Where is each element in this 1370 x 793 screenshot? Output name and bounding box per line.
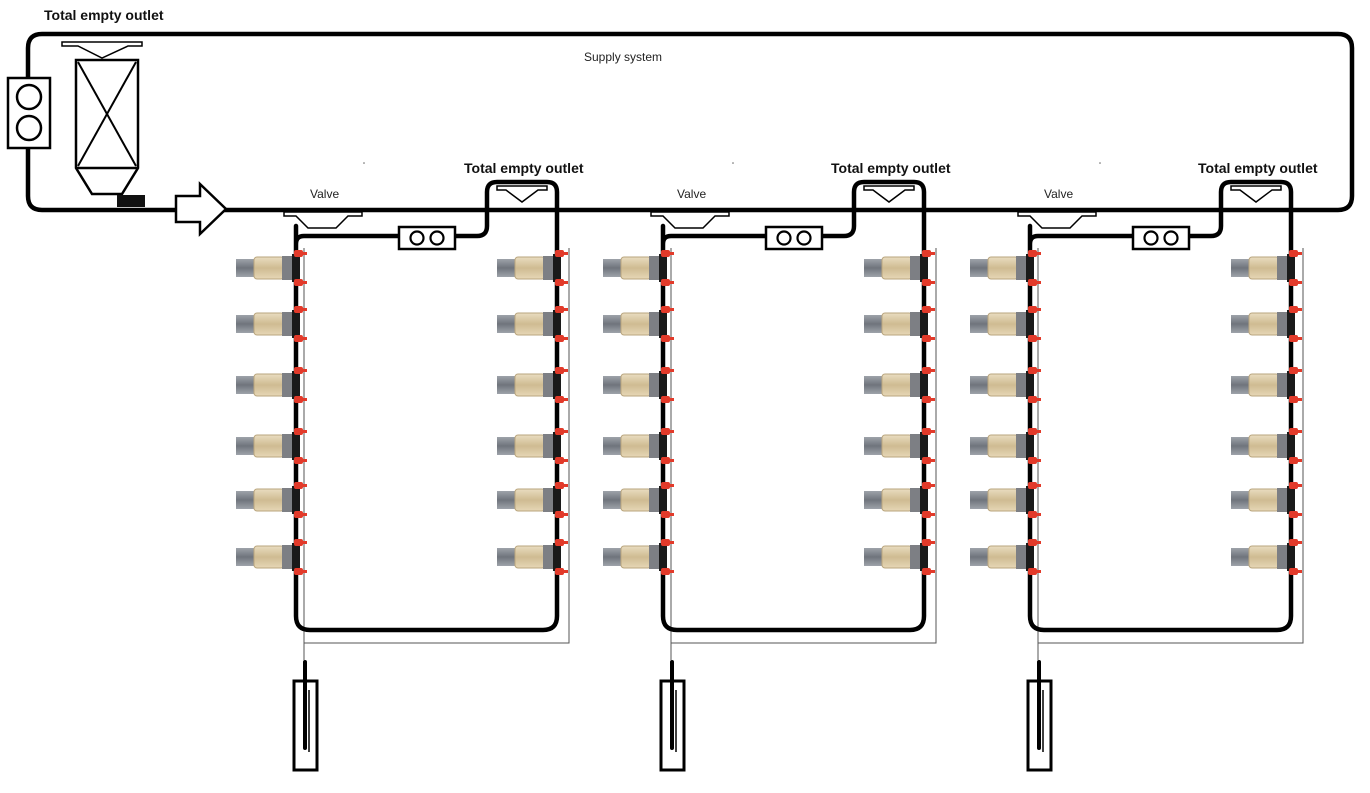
sprinkler-unit [864, 482, 935, 518]
sensor-probe-icon [659, 643, 686, 772]
sprinkler-unit [497, 539, 568, 575]
module-outlet-label: Total empty outlet [1198, 160, 1318, 176]
sprinkler-unit [603, 482, 674, 518]
top-outlet-label: Total empty outlet [44, 7, 164, 23]
sprinkler-unit [1231, 428, 1302, 464]
filter-tank-icon [74, 58, 145, 207]
sprinkler-unit [497, 367, 568, 403]
valve-arrow-icon [283, 211, 363, 229]
sprinkler-unit [1231, 482, 1302, 518]
sprinkler-unit [236, 482, 307, 518]
sensor-probe-icon [292, 643, 319, 772]
valve-label: Valve [310, 187, 339, 201]
branch-pipe [293, 179, 560, 633]
main-pump-icon [6, 76, 52, 150]
branch-module-3: Valve Total empty outlet [970, 160, 1318, 772]
sprinkler-unit [1231, 250, 1302, 286]
sprinkler-unit [1231, 539, 1302, 575]
sprinkler-unit [497, 482, 568, 518]
sprinkler-unit [970, 539, 1041, 575]
sprinkler-unit [236, 306, 307, 342]
branch-pipe [1027, 179, 1294, 633]
sprinkler-unit [1231, 306, 1302, 342]
outlet-arrow-icon [1230, 185, 1282, 203]
branch-module-1: Valve Total empty outlet [236, 160, 584, 772]
module-outlet-label: Total empty outlet [464, 160, 584, 176]
branch-pump-icon [1131, 225, 1191, 251]
supply-system-label: Supply system [584, 50, 662, 64]
sprinkler-unit [970, 250, 1041, 286]
sprinkler-unit [236, 539, 307, 575]
module-outlet-label: Total empty outlet [831, 160, 951, 176]
valve-arrow-icon [1017, 211, 1097, 229]
sprinkler-unit [970, 367, 1041, 403]
sprinkler-unit [970, 306, 1041, 342]
sensor-probe-icon [1026, 643, 1053, 772]
sprinkler-unit [497, 250, 568, 286]
sprinkler-unit [1231, 367, 1302, 403]
sprinkler-unit [864, 428, 935, 464]
dot-marker [363, 162, 365, 164]
sprinkler-unit [864, 250, 935, 286]
branch-pipe [660, 179, 927, 633]
sprinkler-unit [603, 367, 674, 403]
sprinkler-unit [864, 539, 935, 575]
sprinkler-unit [970, 428, 1041, 464]
sprinkler-unit [603, 250, 674, 286]
flow-direction-arrow-icon [174, 181, 228, 237]
dot-marker [732, 162, 734, 164]
sprinkler-unit [603, 428, 674, 464]
sprinkler-unit [236, 250, 307, 286]
sprinkler-unit [603, 306, 674, 342]
outlet-arrow-icon [496, 185, 548, 203]
valve-label: Valve [1044, 187, 1073, 201]
valve-label: Valve [677, 187, 706, 201]
sprinkler-unit [864, 367, 935, 403]
sprinkler-unit [236, 367, 307, 403]
branch-pump-icon [397, 225, 457, 251]
outlet-arrow-icon [863, 185, 915, 203]
branch-module-2: Valve Total empty outlet [603, 160, 951, 772]
sprinkler-unit [236, 428, 307, 464]
sprinkler-unit [864, 306, 935, 342]
branch-pump-icon [764, 225, 824, 251]
valve-arrow-icon [650, 211, 730, 229]
supply-loop-pipe [25, 31, 1355, 213]
top-outlet-arrow-icon [61, 41, 143, 59]
sprinkler-unit [603, 539, 674, 575]
sprinkler-unit [970, 482, 1041, 518]
sprinkler-unit [497, 428, 568, 464]
sprinkler-unit [497, 306, 568, 342]
dot-marker [1099, 162, 1101, 164]
